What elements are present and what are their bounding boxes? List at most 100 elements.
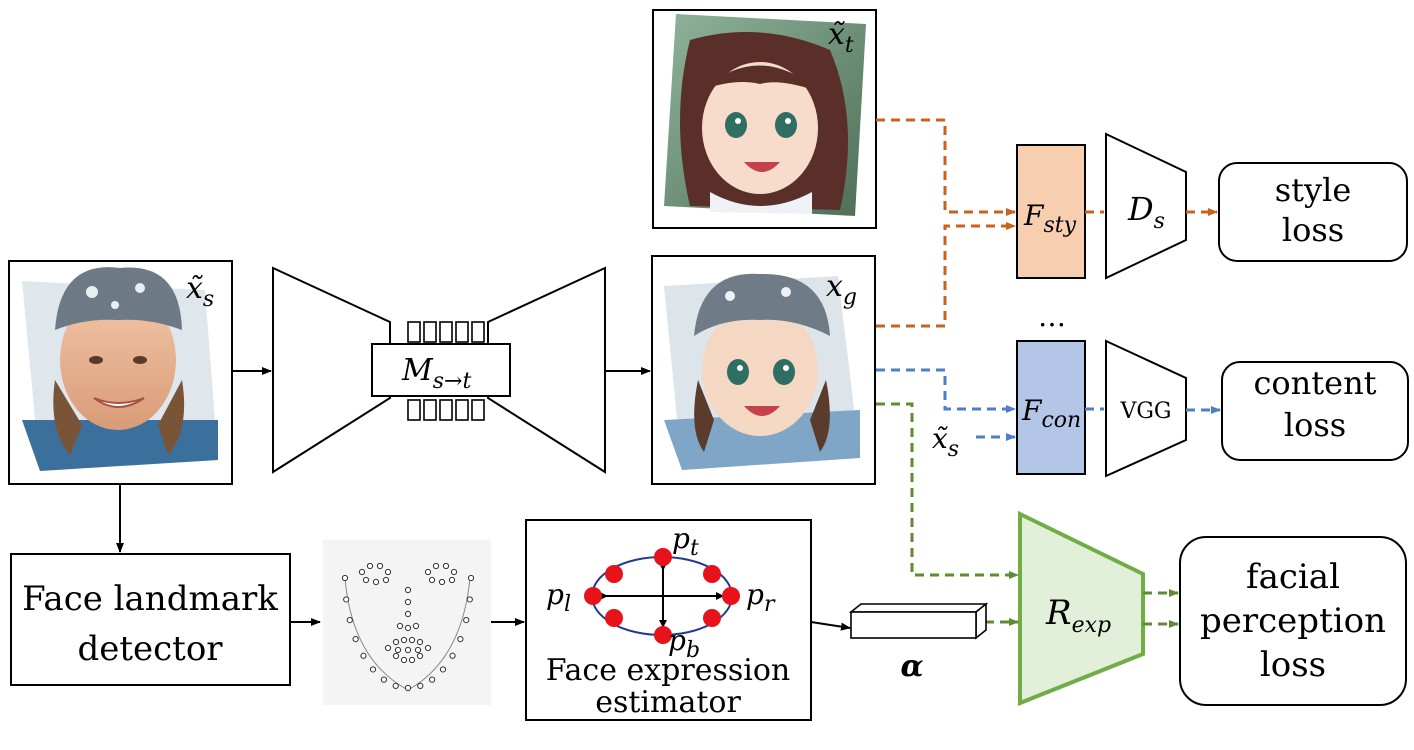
- landmark-detector-line-2: detector: [77, 629, 223, 669]
- style-discriminator-label: D: [1127, 190, 1154, 228]
- svg-text:pl: pl: [546, 578, 571, 617]
- landmark-dot: [412, 622, 420, 630]
- landmark-dot: [466, 596, 473, 603]
- content-path-arrows: [876, 368, 1221, 441]
- style-loss-line-2: loss: [1282, 211, 1344, 249]
- svg-text:x̃s: x̃s: [186, 271, 214, 312]
- content-loss-line-2: loss: [1284, 406, 1346, 444]
- landmark-dot: [346, 616, 353, 624]
- landmark-dot: [392, 682, 399, 689]
- landmark-dot: [404, 610, 412, 618]
- source-image-label: x̃: [186, 271, 204, 306]
- generated-image-label: x: [826, 269, 843, 304]
- content-source-label: x̃: [932, 422, 948, 455]
- anime-child-face-image-icon: [664, 273, 860, 470]
- landmark-dot: [424, 644, 432, 652]
- svg-text:Ms→t: Ms→t: [401, 353, 471, 394]
- landmark-dot: [382, 576, 390, 584]
- style-discriminator-subscript: s: [1154, 209, 1165, 234]
- facial-landmark-dots-icon: [323, 540, 491, 705]
- svg-text:Rexp: Rexp: [1045, 593, 1111, 638]
- landmark-dot: [360, 652, 367, 659]
- landmark-dot: [362, 576, 370, 584]
- source-image-panel: x̃s: [8, 260, 233, 485]
- landmark-dot: [439, 666, 447, 673]
- landmark-point-bottom: [654, 626, 672, 644]
- expression-recognizer-subscript: exp: [1072, 613, 1112, 638]
- style-feature-subscript: sty: [1043, 213, 1076, 238]
- svg-text:Fsty: Fsty: [1023, 199, 1077, 238]
- svg-text:pt: pt: [672, 522, 699, 561]
- style-feature-label: F: [1023, 199, 1045, 232]
- landmark-dot: [450, 568, 458, 576]
- facial-loss-box: facial perception loss: [1179, 536, 1407, 706]
- landmark-dot: [358, 568, 366, 576]
- landmark-detector-line-1: Face landmark: [22, 579, 278, 619]
- landmark-dot: [449, 652, 456, 659]
- svg-text:xg: xg: [826, 269, 857, 310]
- svg-text:pr: pr: [746, 578, 776, 617]
- p-l-label: p: [546, 578, 564, 611]
- landmark-dot: [429, 676, 436, 683]
- source-image-subscript: s: [203, 287, 214, 312]
- ellipsis-label: …: [1038, 300, 1066, 333]
- landmark-dot: [394, 646, 402, 654]
- landmark-dot: [380, 676, 387, 683]
- landmark-dot: [414, 646, 422, 654]
- content-loss-line-1: content: [1253, 364, 1376, 402]
- landmark-dot: [400, 656, 408, 664]
- landmark-point-left: [584, 587, 602, 605]
- landmark-dot: [404, 586, 412, 594]
- child-face-photo-icon: [22, 267, 218, 471]
- content-feature-label: F: [1021, 394, 1043, 427]
- latent-cells-bottom: [407, 399, 485, 421]
- expression-estimator-line-1: Face expression: [546, 653, 791, 688]
- svg-text:pb: pb: [668, 624, 700, 663]
- mapping-network-label: M: [401, 353, 434, 388]
- style-loss-line-1: style: [1275, 171, 1352, 209]
- style-path-arrows: [876, 118, 1218, 328]
- p-b-subscript: b: [686, 638, 700, 663]
- vgg-label: VGG: [1119, 399, 1171, 424]
- landmark-dot: [384, 644, 392, 652]
- landmark-dot: [416, 638, 424, 646]
- landmark-point-top: [654, 548, 672, 566]
- landmark-point-right: [722, 587, 740, 605]
- facial-loss-line-3: loss: [1260, 645, 1326, 685]
- svg-text:x̃t: x̃t: [828, 17, 854, 58]
- anime-face-image-icon: [664, 14, 866, 216]
- p-l-subscript: l: [564, 592, 571, 617]
- landmark-dot: [404, 646, 412, 654]
- style-discriminator: Ds: [1105, 132, 1187, 280]
- svg-text:x̃s: x̃s: [932, 422, 959, 462]
- content-loss-box: content loss: [1221, 361, 1409, 461]
- vgg-network: VGG: [1105, 339, 1187, 478]
- landmark-dot: [424, 568, 432, 576]
- landmark-dot: [438, 578, 446, 586]
- expression-estimator-line-2: estimator: [595, 685, 741, 720]
- mapping-network: Ms→t: [272, 266, 606, 474]
- expression-estimator-box: pt pl pr pb Face expression estimator: [525, 519, 812, 721]
- content-source-subscript: s: [948, 437, 959, 462]
- main-flow-arrows: [116, 367, 851, 631]
- landmark-dot: [384, 568, 392, 576]
- style-loss-box: style loss: [1218, 162, 1408, 262]
- landmark-detector-box: Face landmark detector: [10, 553, 291, 686]
- landmark-dot: [428, 576, 436, 584]
- generated-image-subscript: g: [843, 285, 857, 310]
- p-r-subscript: r: [764, 592, 776, 617]
- landmark-dot: [457, 636, 464, 643]
- content-feature-block: Fcon: [1016, 340, 1086, 475]
- landmark-dot: [372, 578, 380, 586]
- landmark-dot: [408, 636, 416, 644]
- landmark-dot: [442, 562, 450, 570]
- landmark-dot: [463, 616, 470, 624]
- landmark-dot: [376, 562, 384, 570]
- alpha-vector: α: [848, 602, 989, 684]
- target-image-subscript: t: [845, 33, 854, 58]
- svg-text:Fcon: Fcon: [1021, 394, 1081, 433]
- content-feature-subscript: con: [1041, 408, 1081, 433]
- landmark-dot: [396, 622, 404, 630]
- landmark-dot: [404, 684, 412, 692]
